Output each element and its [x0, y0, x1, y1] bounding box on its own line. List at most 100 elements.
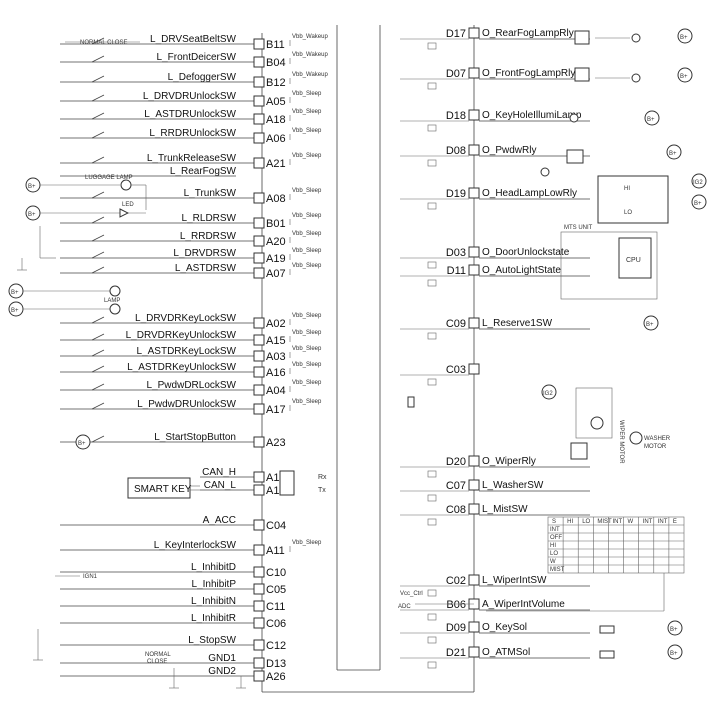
- connector-pin-box: [253, 544, 265, 556]
- connector-pin-box: [253, 657, 265, 669]
- headlamp-lo-label: LO: [624, 210, 632, 216]
- supply-label: Vbb_Sleep: [292, 248, 322, 254]
- switch-icon: [91, 266, 105, 274]
- left-signal-label: L_DRVDRKeyLockSW: [135, 313, 237, 324]
- driver-transistor-icon: [427, 494, 437, 502]
- wiper-table-header: LO: [582, 519, 590, 525]
- connector-pin-box: [468, 27, 480, 39]
- connector-pin-box: [468, 317, 480, 329]
- connector-pin-box: [253, 403, 265, 415]
- bplus-terminal-icon: [677, 28, 693, 44]
- right-pin-code: B06: [446, 599, 466, 611]
- wiper-table-header: HI: [567, 519, 573, 525]
- right-pin-code: D21: [446, 647, 466, 659]
- ign-label: IGN1: [83, 574, 98, 580]
- driver-transistor-icon: [427, 378, 437, 386]
- left-pin-code: C10: [266, 567, 286, 579]
- driver-transistor-icon: [427, 661, 437, 669]
- supply-label: Vbb_Wakeup: [292, 34, 328, 40]
- wiper-table-header: INT: [612, 519, 622, 525]
- connector-pin-box: [468, 264, 480, 276]
- left-pin-code: C11: [266, 601, 285, 613]
- wiper-table-row-label: INT: [550, 527, 560, 533]
- connector-pin-box: [468, 363, 480, 375]
- left-signal-label: L_PwdwDRUnlockSW: [137, 399, 236, 410]
- bplus-terminal-icon: [666, 144, 682, 160]
- connector-pin-box: [253, 38, 265, 50]
- connector-pin-box: [253, 317, 265, 329]
- bplus-label: B+: [680, 74, 688, 80]
- driver-transistor-icon: [427, 42, 437, 50]
- driver-transistor-icon: [427, 82, 437, 90]
- lamp-icon: [631, 73, 641, 83]
- bplus-terminal-icon: [667, 644, 683, 660]
- right-signal-label: O_PwdwRly: [482, 145, 536, 156]
- left-signal-label: L_RearFogSW: [170, 166, 237, 177]
- left-pin-code: A02: [266, 318, 286, 330]
- connector-pin-box: [253, 471, 265, 483]
- bplus-label: B+: [28, 212, 36, 218]
- connector-pin-box: [253, 217, 265, 229]
- connector-pin-box: [468, 144, 480, 156]
- connector-pin-box: [253, 267, 265, 279]
- normal-label: NORMAL: [145, 652, 171, 658]
- switch-icon: [91, 216, 105, 224]
- speaker-icon: [407, 396, 415, 408]
- left-signal-label: L_DRVDRKeyUnlockSW: [126, 330, 237, 341]
- driver-transistor-icon: [427, 202, 437, 210]
- switch-icon: [91, 251, 105, 259]
- mts-unit-box: [560, 231, 658, 300]
- switch-icon: [91, 435, 105, 443]
- cpu-label: CPU: [626, 257, 641, 264]
- tx-label: Tx: [318, 487, 326, 494]
- bplus-terminal-icon: [667, 620, 683, 636]
- left-signal-label: GND2: [208, 666, 236, 677]
- right-pin-code: C09: [446, 318, 466, 330]
- wiper-motor-label: WIPER MOTOR: [618, 420, 624, 464]
- bplus-label: B+: [680, 35, 688, 41]
- supply-label: Vbb_Sleep: [292, 91, 322, 97]
- right-pin-code: D17: [446, 28, 466, 40]
- left-pin-code: B11: [266, 39, 285, 51]
- key-solenoid-icon: [599, 625, 615, 634]
- rx-label: Rx: [318, 474, 327, 481]
- left-pin-code: A23: [266, 437, 286, 449]
- left-pin-code: A21: [266, 158, 286, 170]
- lamp-label: LAMP: [104, 298, 120, 304]
- relay-icon: [566, 149, 584, 164]
- wiper-table-header: MIST: [597, 519, 612, 525]
- right-signal-label: O_DoorUnlockstate: [482, 247, 570, 258]
- left-signal-label: GND1: [208, 653, 236, 664]
- connector-pin-box: [253, 583, 265, 595]
- right-signal-label: O_KeyHoleIllumiLamp: [482, 110, 582, 121]
- ig2-label: IG2: [693, 180, 703, 186]
- left-pin-code: A17: [266, 404, 286, 416]
- led-label: LED: [122, 202, 134, 208]
- left-pin-group: L_DRVSeatBeltSW B11 Vbb_WakeupL_FrontDeice…: [60, 34, 328, 683]
- wiper-motor-box: [575, 387, 613, 439]
- left-signal-label: A_ACC: [203, 515, 236, 526]
- can-transceiver: [279, 470, 295, 496]
- driver-transistor-icon: [427, 332, 437, 340]
- fuse-icon: [540, 167, 550, 177]
- supply-label: Vbb_Sleep: [292, 188, 322, 194]
- left-pin-code: A26: [266, 671, 286, 683]
- wiper-relay-icon: [570, 442, 588, 460]
- supply-label: Vbb_Sleep: [292, 153, 322, 159]
- right-pin-code: D19: [446, 188, 466, 200]
- left-signal-label: L_FrontDeicerSW: [157, 52, 237, 63]
- atm-solenoid-icon: [599, 650, 615, 659]
- left-signal-label: L_DRVSeatBeltSW: [150, 34, 237, 45]
- connector-pin-box: [253, 157, 265, 169]
- supply-label: Vbb_Sleep: [292, 346, 322, 352]
- driver-transistor-icon: [427, 518, 437, 526]
- right-signal-label: O_HeadLampLowRly: [482, 188, 577, 199]
- driver-transistor-icon: [427, 124, 437, 132]
- supply-label: Vbb_Sleep: [292, 330, 322, 336]
- left-signal-label: L_ASTDRKeyUnlockSW: [127, 362, 236, 373]
- left-pin-code: A04: [266, 385, 286, 397]
- bplus-label: B+: [694, 201, 702, 207]
- left-pin-code: B12: [266, 77, 286, 89]
